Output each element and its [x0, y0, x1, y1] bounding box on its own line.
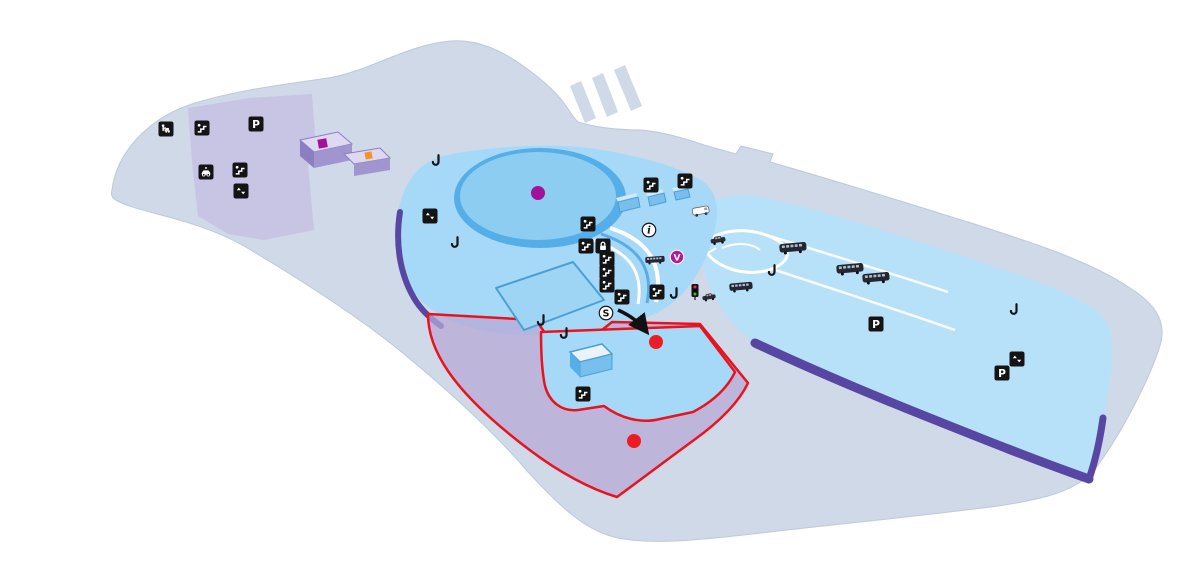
road-stubs	[570, 65, 642, 123]
construction-building	[568, 343, 614, 378]
east-parking-area	[698, 195, 1112, 479]
orange-accent	[364, 151, 373, 160]
east-edge-strip	[750, 338, 1094, 484]
pointer-arrow	[617, 308, 650, 336]
kiosks	[616, 185, 691, 213]
building-b-front	[354, 158, 390, 176]
round-building-roof	[460, 152, 616, 240]
east-corner-strip	[1085, 414, 1107, 483]
building-a-side	[300, 140, 314, 168]
magenta-accent	[317, 138, 328, 149]
west-parking-zone	[188, 94, 316, 240]
annex-roof	[495, 261, 605, 331]
west-buildings	[298, 131, 392, 176]
building-a-front	[314, 144, 352, 168]
